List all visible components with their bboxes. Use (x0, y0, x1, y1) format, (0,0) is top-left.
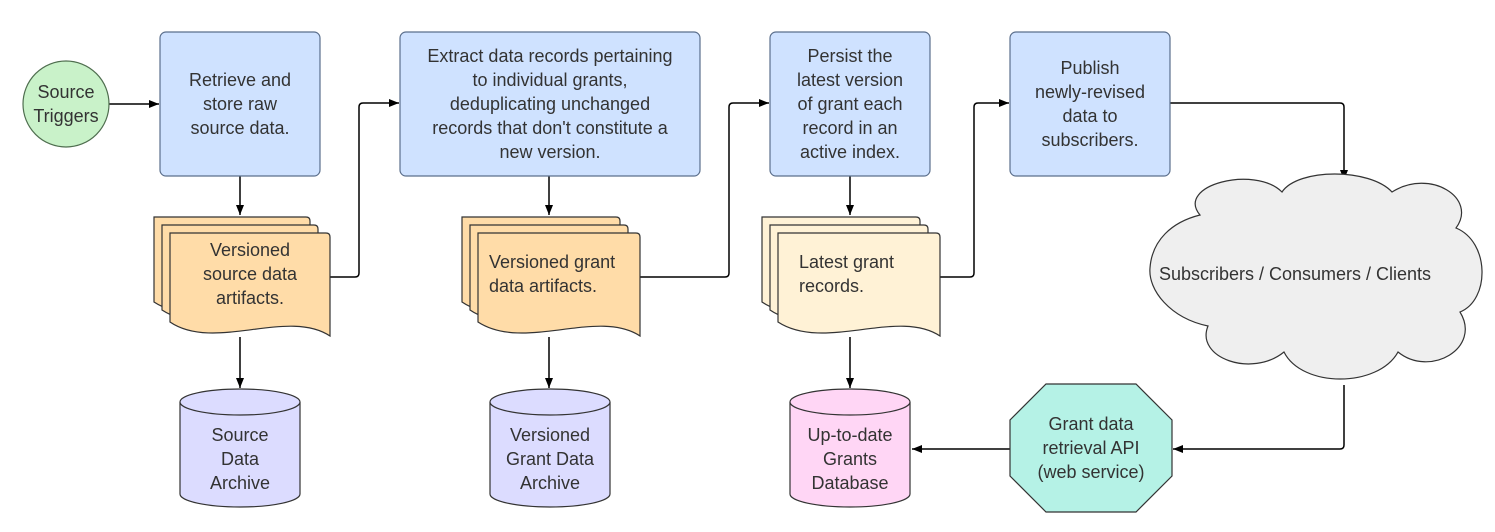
latest-grant-records-stack (761, 216, 941, 338)
arrow-latest-records-to-publish (940, 99, 1009, 278)
arrow-grant-artifacts-to-persist (640, 99, 769, 278)
api-node (1009, 383, 1173, 513)
versioned-grant-artifacts-stack (461, 216, 641, 338)
arrow-publish-to-subscribers (1170, 102, 1348, 180)
retrieve-process-box (159, 31, 321, 177)
arrow-subscribers-to-api (1173, 385, 1345, 453)
publish-process-box (1009, 31, 1171, 177)
source-data-archive-cylinder (179, 388, 301, 508)
grants-database-cylinder (789, 388, 911, 508)
persist-process-box (769, 31, 931, 177)
subscribers-cloud (1149, 173, 1483, 380)
arrow-source-artifacts-to-extract (330, 99, 399, 278)
versioned-source-artifacts-stack (153, 216, 331, 338)
source-triggers-node (22, 60, 110, 148)
extract-process-box (399, 31, 701, 177)
versioned-grant-archive-cylinder (489, 388, 611, 508)
